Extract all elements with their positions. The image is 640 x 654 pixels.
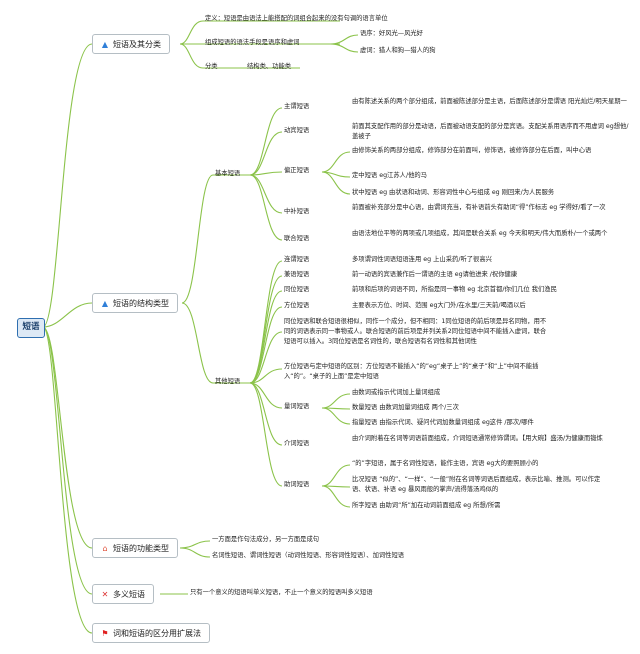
subject-predicate-label: 主谓短语 xyxy=(284,103,310,110)
locative-label: 方位短语 xyxy=(284,302,310,309)
serial-verb-desc: 多项谓词性词语短语连用 eg 上山采药/听了很高兴 xyxy=(352,256,492,263)
fire-icon: ▲ xyxy=(101,299,109,308)
coordinate-label: 联合短语 xyxy=(284,235,310,242)
quantifier-label: 量词短语 xyxy=(284,403,310,410)
other-phrases-label: 其他短语 xyxy=(215,378,241,385)
branch-polysemy[interactable]: ✕多义短语 xyxy=(92,584,154,604)
particle-desc3: 所字短语 由助词“所”加在动词前面组成 eg 所想/所需 xyxy=(352,502,501,509)
basic-phrases-label: 基本短语 xyxy=(215,170,241,177)
prepositional-desc: 由介词附着在名词等词语前面组成，介词短语通常修饰谓词。【用大碗】盛汤/为健康而锻… xyxy=(352,435,603,442)
cross-pin-icon: ✕ xyxy=(101,590,109,599)
function-desc2: 名词性短语、谓词性短语（动词性短语、形容词性短语）、加词性短语 xyxy=(212,552,405,559)
particle-desc1: “的”字短语，属于名词性短语，能作主语，宾语 eg大的要照顾小的 xyxy=(352,460,539,467)
pivotal-desc: 前一动语的宾语兼作后一谓语的主语 eg请他进来 /祝你健康 xyxy=(352,271,518,278)
red-flag-icon: ⚑ xyxy=(101,629,109,638)
fire-icon: ▲ xyxy=(101,40,109,49)
coordinate-desc: 由语法地位平等的两项或几项组成，其间是联合关系 eg 今天和明天/伟大而质朴/一… xyxy=(352,230,608,237)
locative-vs-modifier-note: 方位短语与定中短语的区别：方位短语不能插入“的”eg“桌子上”的“桌子”和“上”… xyxy=(284,363,539,380)
prepositional-label: 介词短语 xyxy=(284,440,310,447)
house-icon: ⌂ xyxy=(102,544,108,553)
quantifier-desc2: 数量短语 由数词加量词组成 两个/三次 xyxy=(352,404,459,411)
complement-desc: 前面被补充部分是中心语，由谓词充当，有补语前头有助词“得”作标志 eg 学得好/… xyxy=(352,204,606,211)
branch-structure[interactable]: ▲短语的结构类型 xyxy=(92,293,178,313)
appositive-label: 同位短语 xyxy=(284,286,310,293)
appositive-desc: 前项和后项的词语不同，所指是同一事物 eg 北京首都/你们几位 我们渔民 xyxy=(352,286,557,293)
particle-label: 助词短语 xyxy=(284,481,310,488)
locative-desc: 主要表示方位、时间、范围 eg大门外/在水里/三天前/喝酒以后 xyxy=(352,302,526,309)
modifier-head-desc2: 定中短语 eg江苏人/他的马 xyxy=(352,172,427,179)
branch-distinction[interactable]: ⚑词和短语的区分用扩展法 xyxy=(92,623,210,643)
types-function-word: 虚词：猎人和狗—猎人的狗 xyxy=(360,47,436,54)
particle-desc2: 比况短语 “似的”、“一样”、“一般”附在名词等词语后面组成，表示比喻、推测。可… xyxy=(352,476,601,493)
types-classify-label: 分类 xyxy=(205,63,218,70)
modifier-head-desc3: 状中短语 eg 由状语和动词、形容词性中心与组成 eg 刚回来/为人民服务 xyxy=(352,189,555,196)
types-word-order: 语序：好风光—风光好 xyxy=(360,30,423,37)
types-classify-value: 结构类、功能类 xyxy=(247,63,292,70)
modifier-head-desc1: 由修饰关系的两部分组成，修饰部分在前面叫，修饰语，被修饰部分在后面，叫中心语 xyxy=(352,147,592,154)
verb-object-label: 动宾短语 xyxy=(284,127,310,134)
subject-predicate-desc: 由有陈述关系的两个部分组成，前面被陈述部分是主语，后面陈述部分是谓语 阳光灿烂/… xyxy=(352,98,627,105)
function-desc1: 一方面是作句法成分，另一方面是成句 xyxy=(212,536,320,543)
verb-object-desc: 前面其支配作用的部分是动语，后面被动语支配的部分是宾语。支配关系用语序而不用虚词… xyxy=(352,123,629,140)
appositive-vs-coordinate-note: 同位短语和联合短语很相似，同作一个成分，但不相同：1同位短语的前后项是异名同物，… xyxy=(284,318,547,345)
pivotal-label: 兼语短语 xyxy=(284,271,310,278)
root-node[interactable]: 短语 xyxy=(17,318,45,338)
serial-verb-label: 连谓短语 xyxy=(284,256,310,263)
quantifier-desc3: 指量短语 由指示代词、疑问代词加数量词组成 eg这件 /那次/哪件 xyxy=(352,419,534,426)
types-means: 组成短语的语法手段是语序和虚词 xyxy=(205,39,300,46)
complement-label: 中补短语 xyxy=(284,208,310,215)
polysemy-desc: 只有一个意义的短语叫单义短语，不止一个意义的短语叫多义短语 xyxy=(190,589,373,596)
branch-types[interactable]: ▲短语及其分类 xyxy=(92,34,170,54)
modifier-head-label: 偏正短语 xyxy=(284,167,310,174)
branch-function[interactable]: ⌂短语的功能类型 xyxy=(92,538,178,558)
types-definition: 定义：短语是由语法上能搭配的词组合起来的没有句调的语言单位 xyxy=(205,15,388,22)
quantifier-desc1: 由数词或指示代词加上量词组成 xyxy=(352,389,441,396)
